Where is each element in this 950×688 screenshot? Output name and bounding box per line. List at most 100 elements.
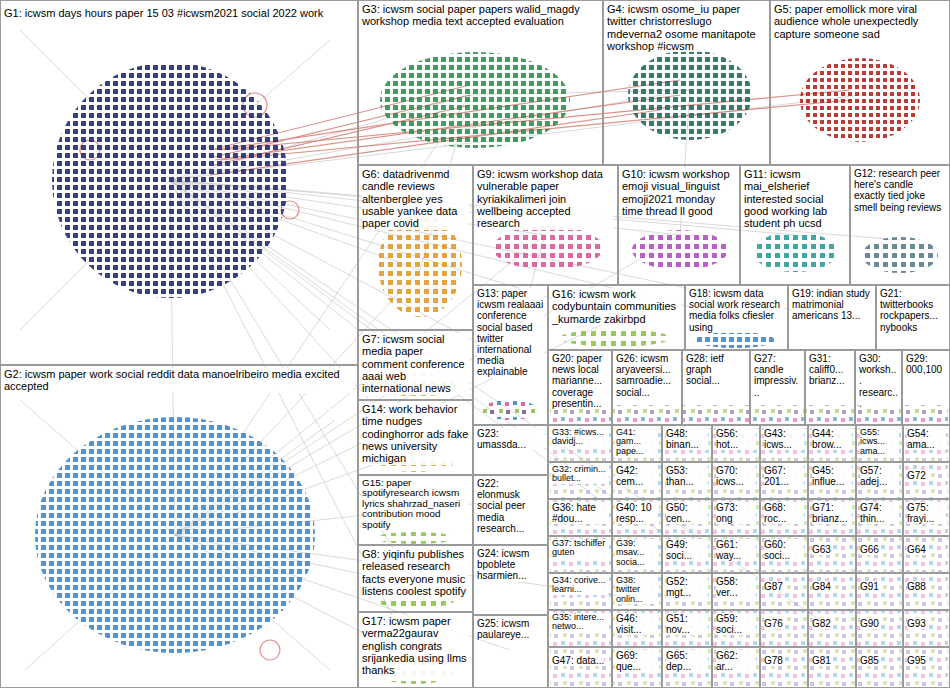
group-box: G30: worksh... researc... — [855, 350, 902, 425]
group-box: G19: indian study matrimonial americans … — [788, 285, 876, 350]
group-box: G68: roc... — [760, 499, 808, 536]
network-mark — [482, 400, 538, 420]
network-mark — [375, 532, 455, 544]
group-box: G7: icwsm social media paper comment con… — [358, 330, 473, 400]
group-label: G3: icwsm social paper papers walid_magd… — [362, 3, 599, 28]
group-box: G60: soci... — [760, 536, 808, 573]
group-box: G53: than... — [662, 462, 712, 499]
group-label: G87 — [764, 581, 783, 592]
group-box: G42: cem... — [612, 462, 662, 499]
group-label: G42: cem... — [616, 465, 658, 487]
group-box: G22: elonmusk social peer media research… — [473, 475, 548, 545]
group-label: G31: califf0... brianz... — [809, 353, 851, 387]
group-box: G23: umassda... — [473, 425, 548, 475]
network-mark — [800, 58, 920, 142]
group-box: G43: icws... — [760, 425, 808, 462]
group-label: G66 — [860, 544, 879, 555]
group-box: G85 — [856, 647, 903, 688]
group-label: G55: icws... ama... — [860, 428, 899, 456]
group-box: G63 — [808, 536, 856, 573]
group-label: G19: indian study matrimonial americans … — [792, 288, 872, 322]
group-box: G72 — [903, 462, 950, 499]
network-mark — [380, 52, 570, 148]
group-label: G47: data... — [552, 655, 604, 666]
group-label: G51: nov... — [666, 613, 708, 635]
group-label: G14: work behavior time nudges codinghor… — [362, 403, 469, 465]
group-label: G7: icwsm social media paper comment con… — [362, 333, 469, 395]
group-box: G35: intere... netwo... — [548, 610, 612, 647]
group-box: G38: twitter onlin... — [612, 573, 662, 610]
group-label: G16: icwsm work codybuntain communities … — [552, 288, 681, 325]
group-label: G22: elonmusk social peer media research… — [477, 478, 544, 534]
group-box: G57: adej... — [856, 462, 903, 499]
group-box: G5: paper emollick more viral audience w… — [770, 0, 950, 165]
group-label: G43: icws... — [764, 428, 804, 450]
group-box: G91 — [856, 573, 903, 610]
network-mark — [560, 329, 670, 347]
group-box: G9: icwsm workshop data vulnerable paper… — [473, 165, 618, 285]
group-box: G41: gam... pape... — [612, 425, 662, 462]
group-label: G91 — [860, 581, 879, 592]
group-label: G46: visit... — [616, 613, 658, 635]
group-label: G15: paper spotifyresearch icwsm lyrics … — [362, 478, 469, 530]
group-label: G29: 000,100 — [906, 353, 946, 375]
group-box: G59: soci... — [712, 610, 760, 647]
group-box: G27: candle impressiv... — [750, 350, 805, 425]
group-box: G24: icwsm bpoblete hsarmien... — [473, 545, 548, 615]
group-box: G17: icwsm paper verma22gaurav english c… — [358, 612, 473, 688]
group-label: G95 — [907, 655, 926, 666]
group-label: G73: ong — [716, 502, 756, 524]
group-label: G27: candle impressiv... — [754, 353, 801, 398]
group-label: G39: msav... socia... — [616, 539, 658, 567]
group-box: G13: paper icwsm realaaai conference soc… — [473, 285, 548, 425]
group-label: G59: soci... — [716, 613, 756, 635]
group-label: G93 — [907, 618, 926, 629]
group-label: G74: thin... — [860, 502, 899, 524]
network-mark — [632, 230, 728, 270]
group-box: G28: ietf graph social... — [682, 350, 750, 425]
group-label: G30: worksh... researc... — [859, 353, 898, 409]
group-label: G70: icws... — [716, 465, 756, 487]
group-label: G18: icwsm data social work research med… — [689, 288, 784, 333]
group-box: G90 — [856, 610, 903, 647]
group-box: G66 — [856, 536, 903, 573]
group-box: G54: ama... — [903, 425, 950, 462]
group-label: G60: soci... — [764, 539, 804, 561]
group-label: G88 — [907, 581, 926, 592]
group-label: G69: que... — [616, 650, 658, 672]
group-box: G70: icws... — [712, 462, 760, 499]
network-mark — [753, 232, 837, 272]
group-label: G36: hate #dou... — [552, 502, 608, 524]
group-box: G20: paper news local marianne... covera… — [548, 350, 612, 425]
group-box: G3: icwsm social paper papers walid_magd… — [358, 0, 603, 165]
group-label: G25: icwsm paulareye... — [477, 618, 544, 640]
group-label: G20: paper news local marianne... covera… — [552, 353, 608, 409]
group-label: G56: hot... — [716, 428, 756, 450]
group-label: G85 — [860, 655, 879, 666]
group-label: G4: icwsm osome_iu paper twitter christo… — [607, 3, 766, 52]
group-label: G65: dep... — [666, 650, 708, 672]
network-mark — [52, 62, 288, 298]
group-label: G53: than... — [666, 465, 708, 487]
group-label: G12: research peer here's candle exactly… — [854, 168, 946, 213]
group-box: G58: ver... — [712, 573, 760, 610]
group-box: G93 — [903, 610, 950, 647]
group-box: G71: brianz... — [808, 499, 856, 536]
group-box: G33: #icws... davidj... — [548, 425, 612, 462]
group-box: G74: thin... — [856, 499, 903, 536]
group-label: G75: frayi... — [907, 502, 946, 524]
group-label: G6: datadrivenmd candle reviews altenber… — [362, 168, 469, 230]
group-box: G78 — [760, 647, 808, 688]
network-mark — [260, 640, 280, 660]
group-label: G26: icwsm aryaveersi... samroadie... so… — [616, 353, 678, 398]
group-box: G75: frayi... — [903, 499, 950, 536]
group-label: G44: brow... — [812, 428, 852, 450]
group-box: G4: icwsm osome_iu paper twitter christo… — [603, 0, 770, 165]
group-box: G31: califf0... brianz... — [805, 350, 855, 425]
group-label: G8: yiqinfu publishes released research … — [362, 548, 469, 597]
group-box: G84 — [808, 573, 856, 610]
group-box: G2: icwsm paper work social reddit data … — [0, 365, 358, 688]
group-label: G62: ar... — [716, 650, 756, 672]
group-label: G61: way... — [716, 539, 756, 561]
